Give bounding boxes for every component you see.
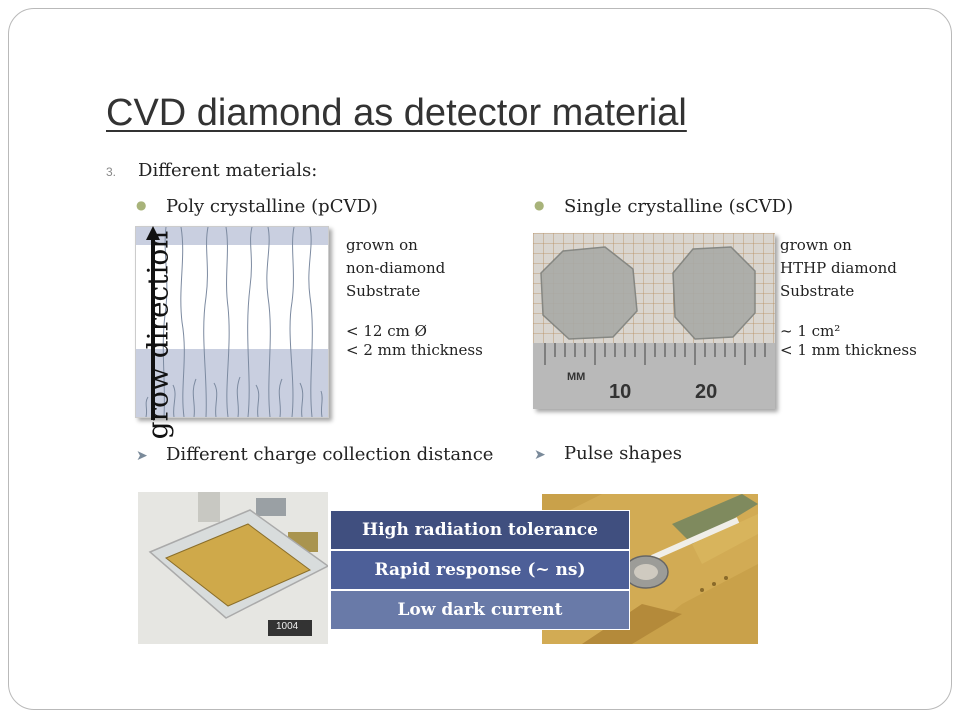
arrow-bullet-icon: ➤ bbox=[534, 447, 546, 463]
pcvd-note: grown on bbox=[346, 236, 418, 254]
grain-lines bbox=[145, 227, 323, 417]
bullet-scvd-label: Single crystalline (sCVD) bbox=[564, 196, 794, 217]
substrate-band-top bbox=[136, 227, 328, 245]
photo-left-chip-label: 1004 bbox=[276, 621, 299, 632]
bullet-scvd: ● Single crystalline (sCVD) bbox=[534, 196, 793, 217]
ruler-label-mm: MM bbox=[567, 371, 586, 383]
bullet-pcvd-label: Poly crystalline (pCVD) bbox=[166, 196, 378, 217]
arrow-bullet-icon: ➤ bbox=[136, 448, 148, 464]
scvd-note: Substrate bbox=[780, 282, 855, 300]
list-number: 3. bbox=[106, 165, 117, 179]
grow-direction-arrow-icon bbox=[146, 226, 160, 420]
list-item-text: Different materials: bbox=[138, 160, 318, 181]
arrow-bullet-ccd: ➤ Different charge collection distance bbox=[136, 444, 493, 465]
bullet-dot-icon: ● bbox=[136, 198, 147, 212]
detector-photo-left-graphic bbox=[138, 492, 328, 644]
arrow-bullet-pulse: ➤ Pulse shapes bbox=[534, 443, 682, 464]
property-row: Low dark current bbox=[331, 591, 629, 629]
pcvd-notes: grown on non-diamond Substrate < 12 cm Ø… bbox=[346, 234, 483, 359]
pcvd-note: Substrate bbox=[346, 282, 421, 300]
arrow-bullet-pulse-label: Pulse shapes bbox=[564, 443, 683, 464]
numbered-item: 3. Different materials: bbox=[106, 160, 317, 181]
detector-photo-left: 1004 bbox=[138, 492, 328, 644]
pcvd-note: non-diamond bbox=[346, 259, 446, 277]
arrow-bullet-ccd-label: Different charge collection distance bbox=[166, 444, 494, 465]
scvd-note: < 1 mm thickness bbox=[780, 341, 917, 359]
ruler-label-10: 10 bbox=[609, 381, 632, 403]
scvd-note: ~ 1 cm² bbox=[780, 322, 841, 340]
pcvd-grain-diagram bbox=[135, 226, 329, 418]
grow-direction-label: grow direction bbox=[141, 230, 175, 440]
scvd-note: HTHP diamond bbox=[780, 259, 897, 277]
scvd-note: grown on bbox=[780, 236, 852, 254]
slide-title: CVD diamond as detector material bbox=[106, 92, 687, 134]
property-row: High radiation tolerance bbox=[331, 511, 629, 551]
scvd-notes: grown on HTHP diamond Substrate ~ 1 cm² … bbox=[780, 234, 917, 359]
pcvd-note: < 2 mm thickness bbox=[346, 341, 483, 359]
substrate-band-bottom bbox=[136, 349, 328, 417]
bullet-pcvd: ● Poly crystalline (pCVD) bbox=[136, 196, 378, 217]
grow-direction-label-box: grow direction bbox=[138, 231, 178, 440]
property-row: Rapid response (~ ns) bbox=[331, 551, 629, 591]
pcvd-note: < 12 cm Ø bbox=[346, 322, 427, 340]
properties-table: High radiation tolerance Rapid response … bbox=[330, 510, 630, 630]
scvd-photo-graphic bbox=[533, 233, 775, 409]
scvd-photo: MM 10 20 bbox=[533, 233, 775, 409]
ruler-label-20: 20 bbox=[695, 381, 718, 403]
bullet-dot-icon: ● bbox=[534, 198, 545, 212]
